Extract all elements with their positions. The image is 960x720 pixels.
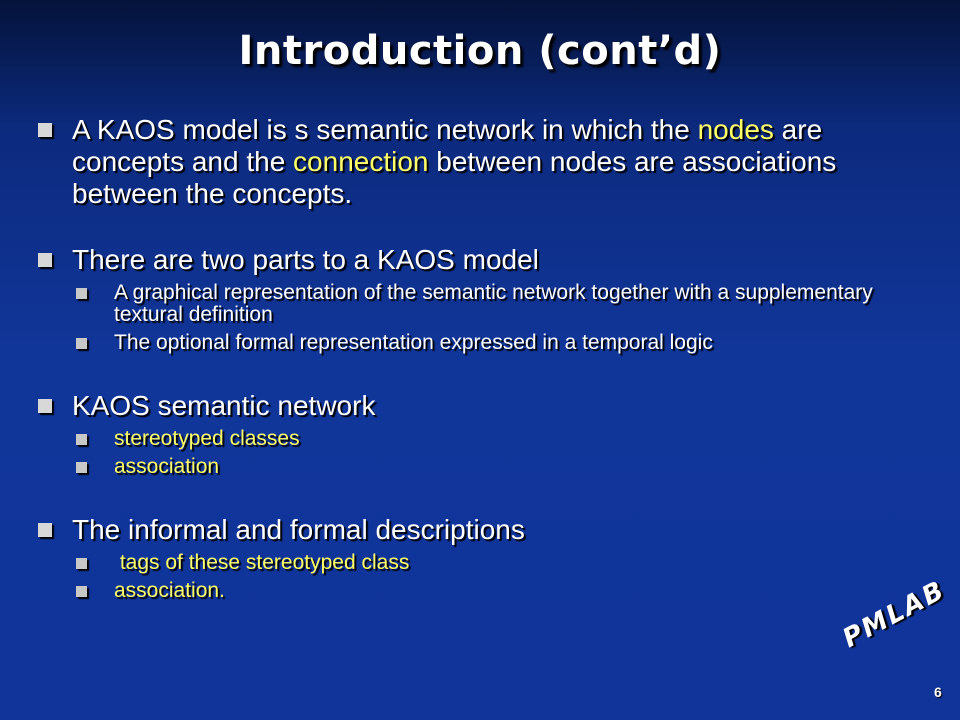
bullet-semantic-network: KAOS semantic network bbox=[36, 390, 916, 422]
square-bullet-icon bbox=[76, 586, 87, 597]
sub-bullet-graphical: A graphical representation of the semant… bbox=[72, 282, 916, 326]
square-bullet-icon bbox=[38, 399, 52, 413]
slide-content: A KAOS model is s semantic network in wh… bbox=[36, 114, 916, 602]
square-bullet-icon bbox=[76, 462, 87, 473]
sub-bullet-text: association bbox=[114, 455, 220, 478]
page-number: 6 bbox=[934, 684, 942, 700]
sub-bullet-text: A graphical representation of the semant… bbox=[114, 281, 873, 326]
sub-bullet-text: tags of these stereotyped class bbox=[114, 551, 410, 574]
bullet-descriptions: The informal and formal descriptions bbox=[36, 514, 916, 546]
square-bullet-icon bbox=[38, 523, 52, 537]
sub-bullet-association: association bbox=[72, 456, 916, 478]
square-bullet-icon bbox=[76, 338, 87, 349]
bullet-text-part: between nodes are associations between t… bbox=[72, 146, 837, 209]
sub-bullet-formal: The optional formal representation expre… bbox=[72, 332, 916, 354]
bullet-text-part: are concepts and the bbox=[72, 114, 823, 177]
sub-bullet-text: The optional formal representation expre… bbox=[114, 331, 713, 354]
sub-bullet-stereotyped-classes: stereotyped classes bbox=[72, 428, 916, 450]
bullet-text: The informal and formal descriptions bbox=[72, 514, 525, 545]
bullet-text: There are two parts to a KAOS model bbox=[72, 244, 539, 275]
square-bullet-icon bbox=[76, 288, 87, 299]
square-bullet-icon bbox=[38, 253, 52, 267]
sub-bullet-text: stereotyped classes bbox=[114, 427, 300, 450]
slide-title: Introduction (cont’d) bbox=[238, 28, 722, 74]
bullet-kaos-model-definition: A KAOS model is s semantic network in wh… bbox=[36, 114, 916, 210]
sub-bullet-tags: tags of these stereotyped class bbox=[72, 552, 916, 574]
sub-bullet-text: association. bbox=[114, 579, 225, 602]
sub-bullet-association-end: association. bbox=[72, 580, 916, 602]
square-bullet-icon bbox=[76, 434, 87, 445]
bullet-text: KAOS semantic network bbox=[72, 390, 376, 421]
bullet-two-parts: There are two parts to a KAOS model bbox=[36, 244, 916, 276]
square-bullet-icon bbox=[38, 123, 52, 137]
bullet-text-part: A KAOS model is s semantic network in wh… bbox=[72, 114, 698, 145]
square-bullet-icon bbox=[76, 558, 87, 569]
highlight-connection: connection bbox=[293, 146, 429, 177]
highlight-nodes: nodes bbox=[697, 114, 774, 145]
